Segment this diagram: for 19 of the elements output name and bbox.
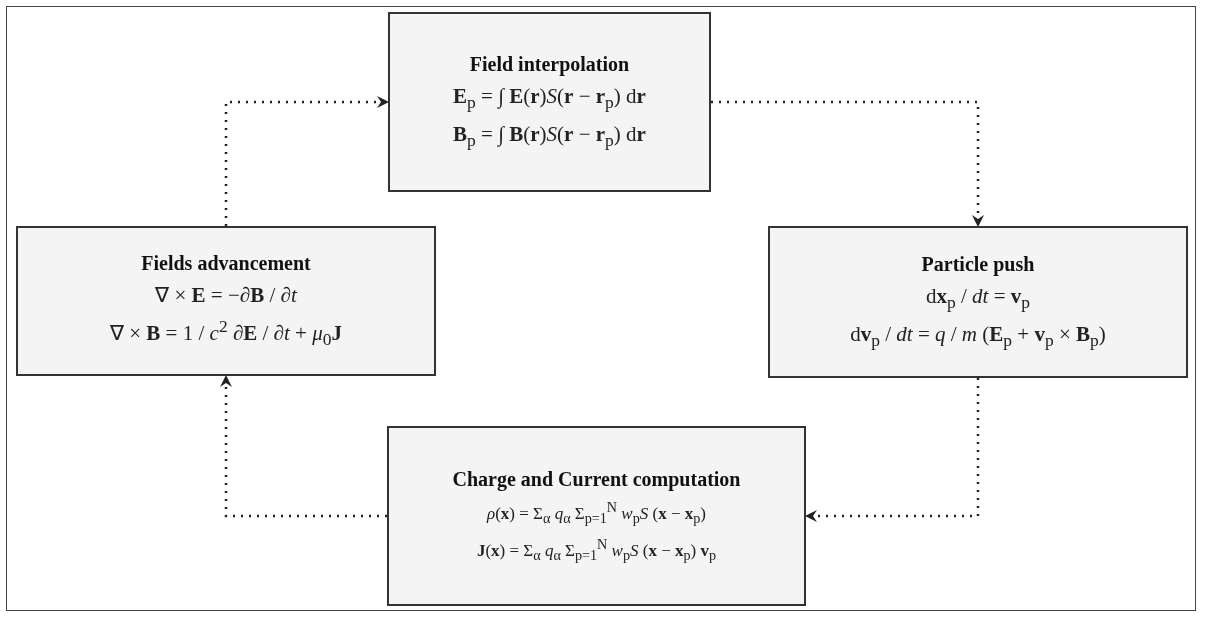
equation: J(x) = Σ$_{α}$ q$_{α}$ Σ$_{p=1}$$^{N}$ w$_{p}$S (x − x$_{p}$) v$_{p}$	[476, 535, 717, 564]
equation: E$_{p}$ = ∫ E(r)S(r − r$_{p}$) dr	[453, 84, 646, 114]
box-title: Fields advancement	[141, 251, 311, 275]
process-box	[387, 426, 806, 606]
process-box	[16, 226, 436, 376]
arrow	[224, 96, 389, 226]
process-box	[388, 12, 711, 192]
equation: ρ(x) = Σ$_{α}$ q$_{α}$ Σ$_{p=1}$$^{N}$ w$_{p}$S (x − x$_{p}$)	[486, 499, 707, 528]
equation: ∇ × E = −∂B / ∂t	[155, 282, 297, 308]
equation: B$_{p}$ = ∫ B(r)S(r − r$_{p}$) dr	[453, 121, 646, 151]
box-title: Field interpolation	[469, 53, 630, 77]
box-title: Particle push	[921, 253, 1035, 277]
equation: dv$_{p}$ / dt = q / m (E$_{p}$ + v$_{p}$ × B$_{p}$)	[850, 321, 1106, 351]
arrow	[220, 375, 387, 518]
box-title: Charge and Current computation	[452, 468, 741, 492]
equation: dx$_{p}$ / dt = v$_{p}$	[926, 284, 1030, 314]
equation: ∇ × B = 1 / c$^{2}$ ∂E / ∂t + μ$_{0}$J	[110, 315, 342, 351]
process-box	[768, 226, 1188, 378]
arrow	[805, 378, 980, 522]
